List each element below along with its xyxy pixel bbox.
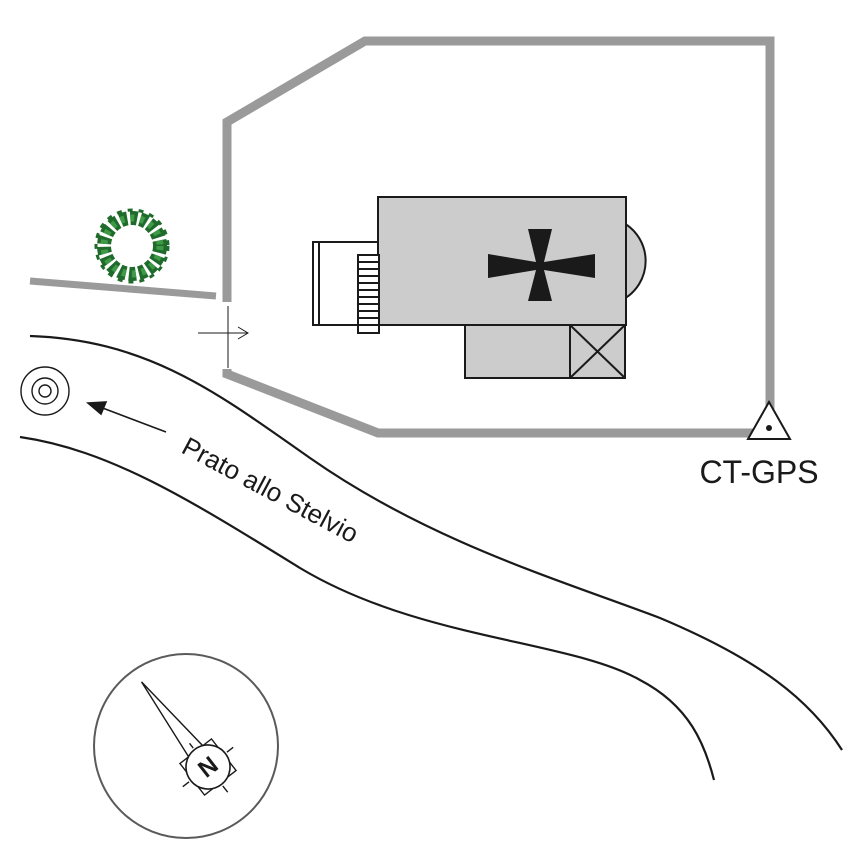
boundary-line: [29, 277, 217, 300]
gps-station-label: CT-GPS: [699, 454, 818, 490]
triangle-survey-marker-icon: [746, 399, 792, 440]
direction-arrow-icon: [85, 401, 167, 433]
enclosure-wall: [222, 36, 775, 438]
entrance-arrow-icon: [198, 306, 249, 368]
bell-tower: [569, 324, 626, 379]
church: [312, 196, 647, 379]
cross-pattee-icon: [488, 229, 595, 301]
road-name-label: Prato allo Stelvio: [177, 431, 363, 549]
church-stairs: [357, 254, 380, 334]
road: [19, 334, 843, 781]
concentric-circles-icon: [20, 366, 70, 416]
tree-icon: [94, 208, 170, 284]
north-arrow-compass-icon: N: [93, 653, 279, 839]
